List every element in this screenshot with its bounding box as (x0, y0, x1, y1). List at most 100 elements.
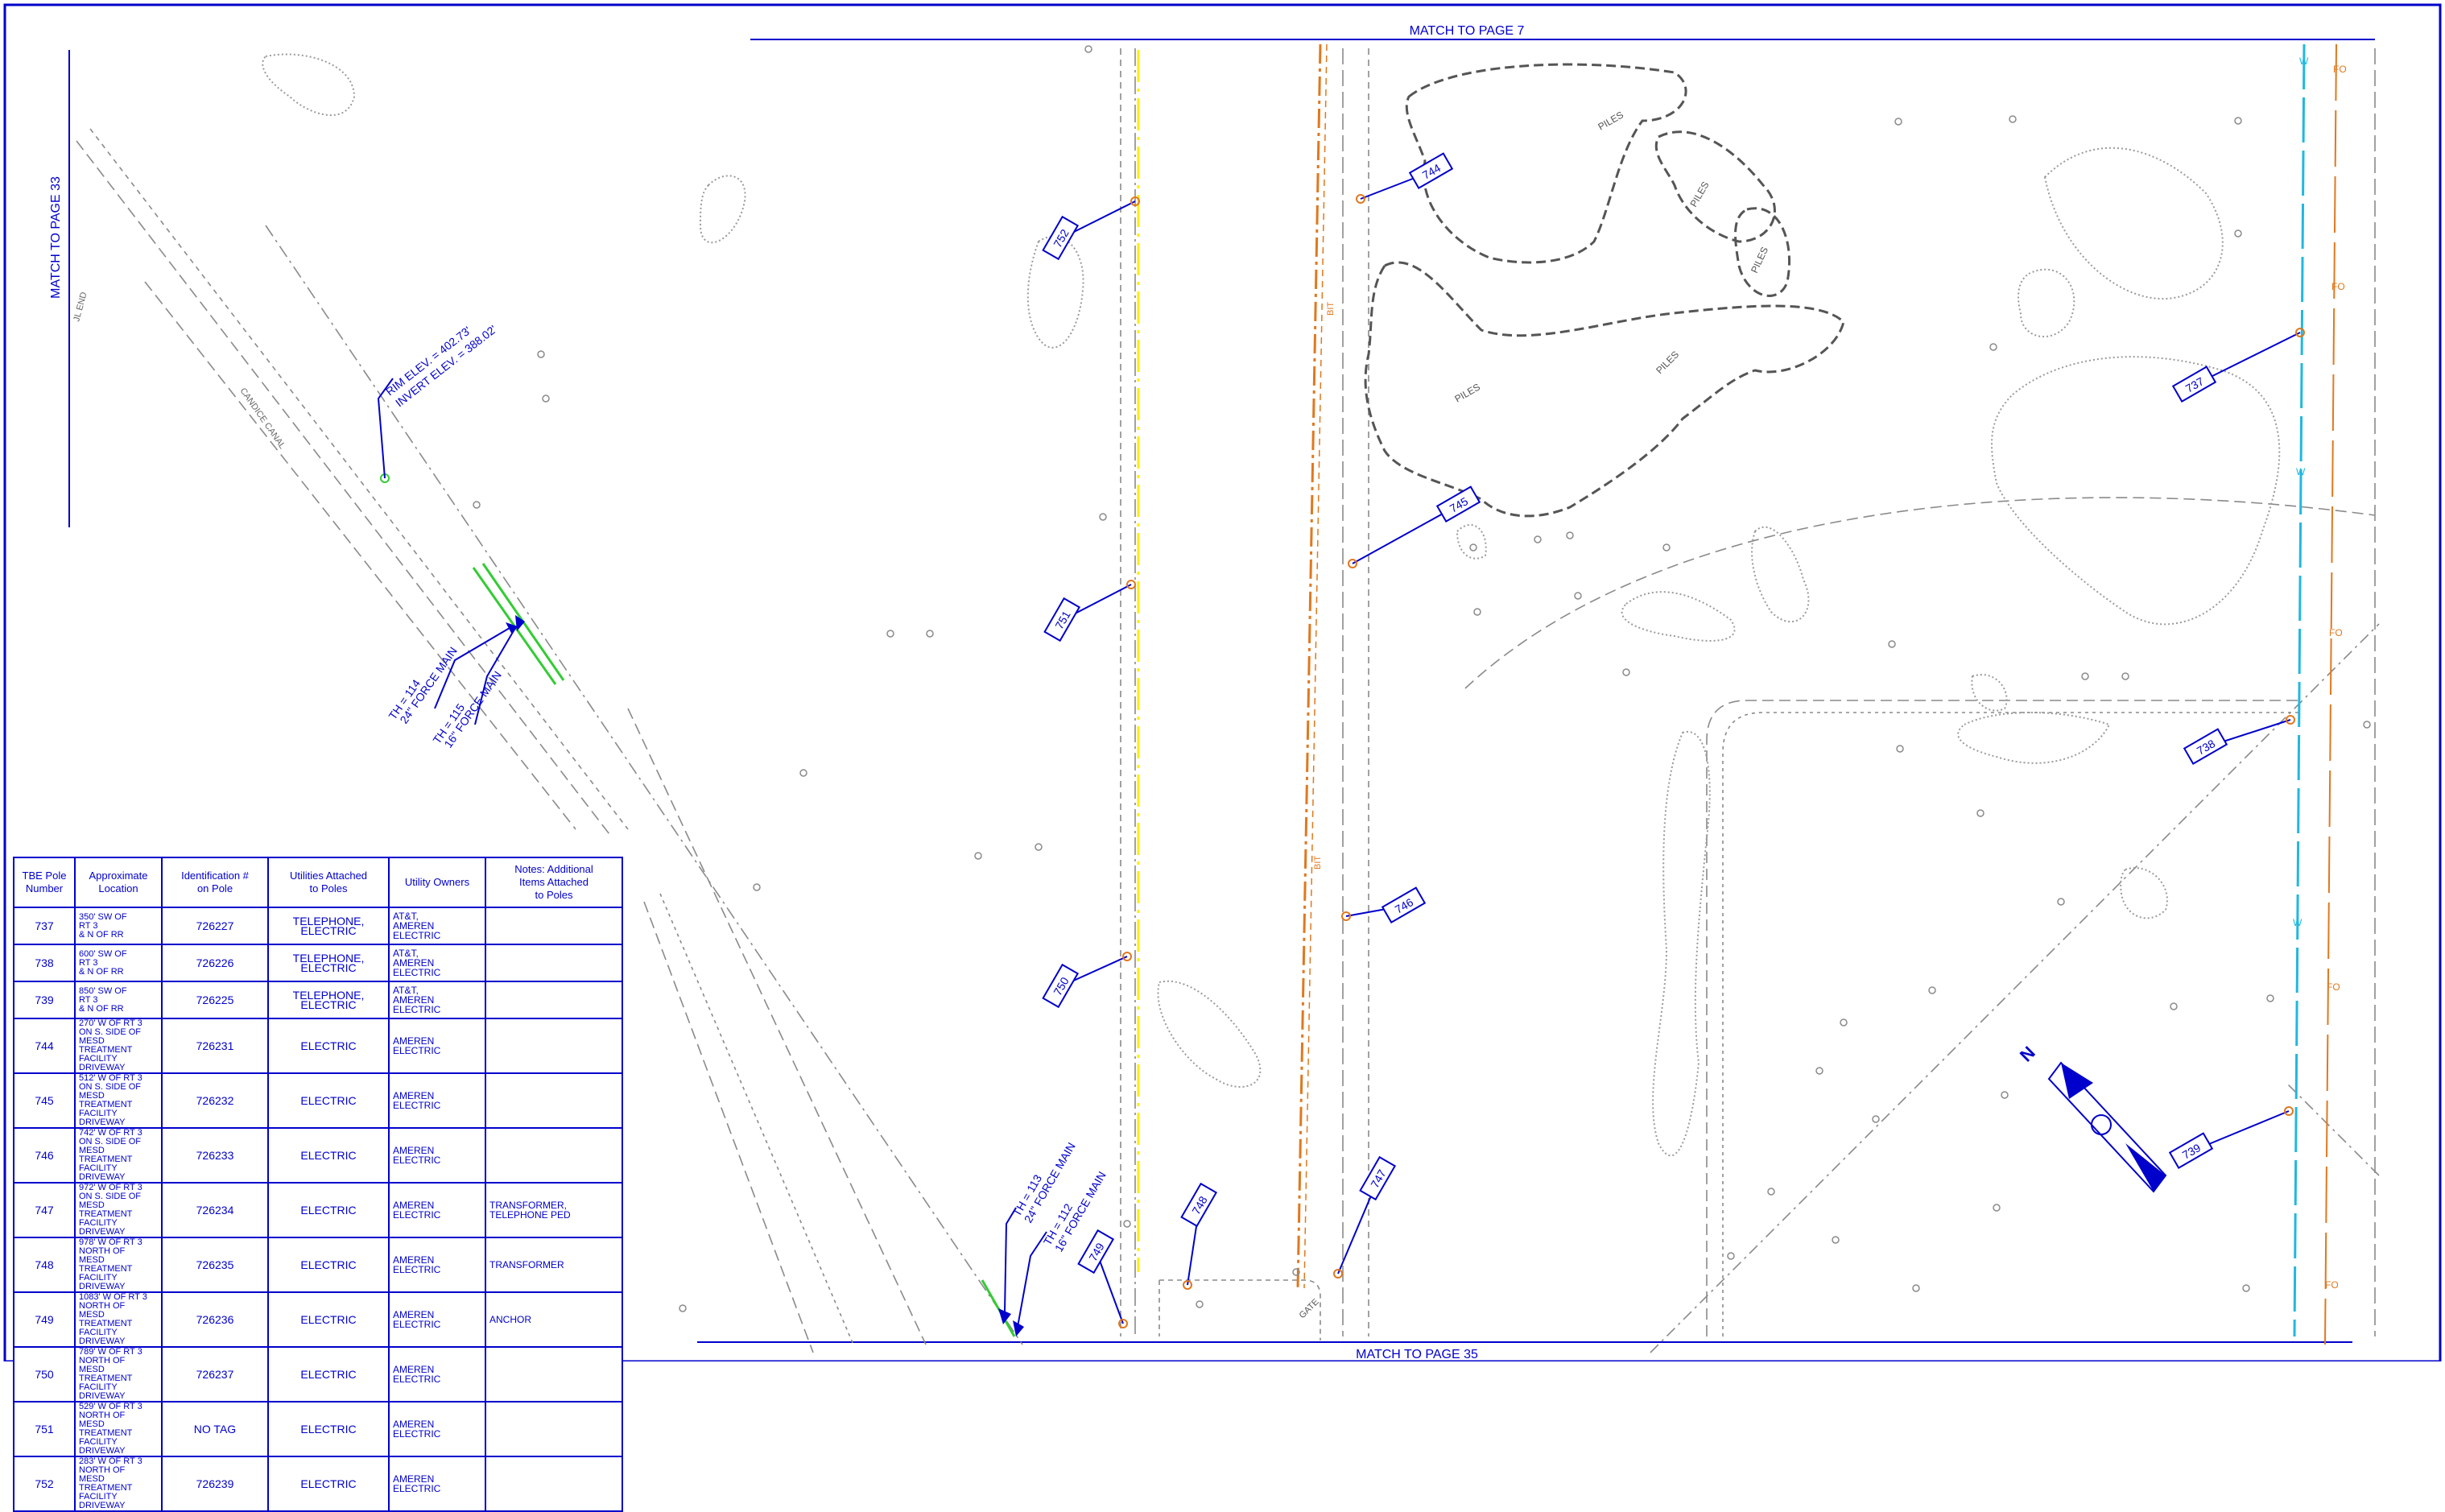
match-label-left: MATCH TO PAGE 33 (49, 176, 63, 299)
utility-pole-icon (1130, 196, 1140, 206)
pole-tag-737: 737 (2171, 328, 2305, 403)
utility-pole-icon (1341, 911, 1351, 921)
test-hole-114-115: TH = 114 24" FORCE MAIN TH = 115 16" FOR… (386, 615, 525, 750)
cell-number: 748 (13, 1237, 76, 1293)
cell-number: 737 (13, 907, 76, 945)
cell-location: 789' W OF RT 3 NORTH OF MESD TREATMENT F… (74, 1346, 163, 1403)
utility-pole-icon (2286, 715, 2295, 725)
cell-utilities: ELECTRIC (267, 1401, 390, 1457)
cell-location: 600' SW OF RT 3 & N OF RR (74, 944, 163, 982)
cell-number: 744 (13, 1018, 76, 1074)
cell-location: 978' W OF RT 3 NORTH OF MESD TREATMENT F… (74, 1237, 163, 1293)
cell-notes (485, 944, 623, 982)
piles-outlines (1364, 63, 1845, 518)
utility-pole-icon (1183, 1280, 1192, 1290)
cell-number: 738 (13, 944, 76, 982)
cell-identification: 726226 (161, 944, 269, 982)
pole-tag-box (1435, 485, 1481, 523)
cell-notes (485, 1018, 623, 1074)
cell-number: 750 (13, 1346, 76, 1403)
pole-tag-box (2183, 728, 2228, 766)
cell-notes: TRANSFORMER (485, 1237, 623, 1293)
cell-utilities: ELECTRIC (267, 1182, 390, 1238)
table-header-row: TBE Pole Number Approximate Location Ide… (13, 857, 623, 908)
cell-owners: AMEREN ELECTRIC (388, 1401, 486, 1457)
match-label-top: MATCH TO PAGE 7 (1410, 24, 1525, 38)
cell-identification: 726235 (161, 1237, 269, 1293)
cell-location: 350' SW OF RT 3 & N OF RR (74, 907, 163, 945)
pole-tag-box (1408, 152, 1454, 190)
cell-number: 749 (13, 1291, 76, 1348)
bit-label-2: BIT (1313, 856, 1323, 870)
pole-tag-leader (1096, 1251, 1124, 1324)
cell-location: 850' SW OF RT 3 & N OF RR (74, 981, 163, 1019)
cell-notes: TRANSFORMER, TELEPHONE PED (485, 1182, 623, 1238)
north-arrow-icon: N (2016, 1043, 2167, 1193)
cell-utilities: ELECTRIC (267, 1346, 390, 1403)
header-owners: Utility Owners (388, 857, 486, 908)
header-utilities: Utilities Attached to Poles (267, 857, 390, 908)
cell-utilities: TELEPHONE, ELECTRIC (267, 981, 390, 1019)
piles-label-2: PILES (1687, 180, 1711, 209)
pole-tag-744: 744 (1356, 152, 1454, 204)
cell-notes (485, 1127, 623, 1184)
cell-owners: AMEREN ELECTRIC (388, 1018, 486, 1074)
pole-tag-box (1042, 963, 1080, 1009)
cell-owners: AMEREN ELECTRIC (388, 1237, 486, 1293)
pole-inventory-table: TBE Pole Number Approximate Location Ide… (13, 857, 623, 1512)
cell-owners: AT&T, AMEREN ELECTRIC (388, 944, 486, 982)
cell-number: 739 (13, 981, 76, 1019)
cell-identification: 726239 (161, 1456, 269, 1512)
w-label-2: W (2296, 466, 2306, 477)
pole-tag-box (1043, 597, 1081, 642)
utility-pole-icon (1118, 1319, 1128, 1328)
cell-notes (485, 1346, 623, 1403)
cell-owners: AMEREN ELECTRIC (388, 1291, 486, 1348)
bit-label-1: BIT (1326, 302, 1336, 316)
utility-pole-icon (2284, 1106, 2294, 1116)
cell-notes (485, 907, 623, 945)
w-label-1: W (2299, 56, 2309, 67)
cell-utilities: ELECTRIC (267, 1018, 390, 1074)
match-label-bottom: MATCH TO PAGE 35 (1356, 1348, 1478, 1361)
utility-pole-icon (1122, 952, 1132, 961)
cell-owners: AMEREN ELECTRIC (388, 1346, 486, 1403)
pole-tag-box (1077, 1229, 1115, 1274)
w-label-3: W (2293, 917, 2303, 928)
cell-owners: AT&T, AMEREN ELECTRIC (388, 981, 486, 1019)
cell-utilities: TELEPHONE, ELECTRIC (267, 944, 390, 982)
fiber-line-orange (1296, 43, 1322, 1289)
cell-location: 283' W OF RT 3 NORTH OF MESD TREATMENT F… (74, 1456, 163, 1512)
pole-tag-box (2168, 1132, 2214, 1170)
utility-pole-map-sheet: MATCH TO PAGE 7 MATCH TO PAGE 35 MATCH T… (3, 3, 2442, 1363)
cell-number: 752 (13, 1456, 76, 1512)
cell-location: 972' W OF RT 3 ON S. SIDE OF MESD TREATM… (74, 1182, 163, 1238)
cell-notes (485, 1072, 623, 1129)
cell-utilities: ELECTRIC (267, 1456, 390, 1512)
cell-location: 742' W OF RT 3 ON S. SIDE OF MESD TREATM… (74, 1127, 163, 1184)
pole-tag-749: 749 (1077, 1229, 1128, 1328)
fo-line-orange (2324, 43, 2337, 1345)
pole-tag-752: 752 (1042, 196, 1140, 261)
pole-tag-748: 748 (1180, 1182, 1218, 1290)
pole-tag-738: 738 (2183, 715, 2295, 766)
cell-notes (485, 1401, 623, 1457)
cell-identification: 726237 (161, 1346, 269, 1403)
pole-tag-751: 751 (1043, 580, 1136, 642)
header-notes: Notes: Additional Items Attached to Pole… (485, 857, 623, 908)
pole-tag-box (1180, 1182, 1218, 1228)
pole-tag-box (1359, 1155, 1397, 1201)
road-name-label: CANDICE CANAL (238, 386, 287, 451)
cell-number: 751 (13, 1401, 76, 1457)
cell-utilities: ELECTRIC (267, 1237, 390, 1293)
